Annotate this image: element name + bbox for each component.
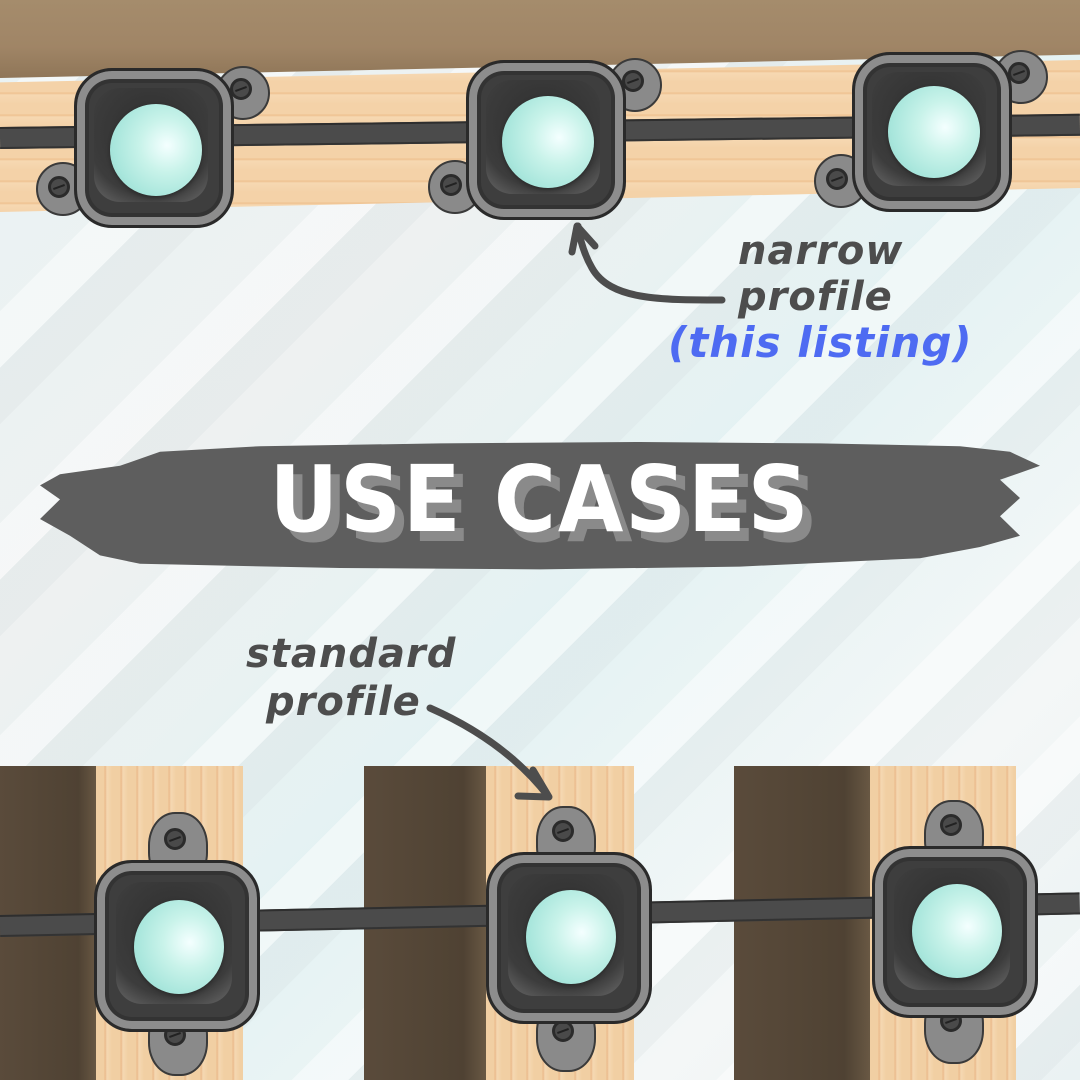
arrow-to-narrow-module-icon [574,222,726,304]
led-dome [888,86,980,178]
annotation-standard-profile: standard profile [246,630,456,726]
annotation-this-listing: (this listing) [668,318,973,367]
standard-light-module-2 [486,806,656,1072]
led-dome [134,900,224,994]
annotation-narrow-line1: narrow [738,228,904,274]
screw-icon [826,168,848,190]
narrow-light-module-2 [428,56,662,220]
screw-icon [1008,62,1030,84]
screw-icon [940,814,962,836]
annotation-standard-line2: profile [266,679,421,725]
led-dome [912,884,1002,978]
screw-icon [48,176,70,198]
annotation-standard-line1: standard [246,631,457,677]
annotation-narrow-line2: profile [738,274,893,320]
screw-icon [622,70,644,92]
narrow-light-module-1 [36,62,270,228]
title-banner [40,442,1040,570]
standard-light-module-3 [870,800,1040,1064]
screw-icon [552,820,574,842]
page-title: USE CASES [269,446,811,553]
led-dome [502,96,594,188]
led-dome [110,104,202,196]
screw-icon [230,78,252,100]
standard-light-module-1 [92,812,262,1076]
led-dome [526,890,616,984]
arrow-to-standard-module-icon [426,704,552,800]
screw-icon [440,174,462,196]
annotation-narrow-profile: narrow profile (this listing) [668,228,973,366]
screw-icon [164,828,186,850]
narrow-light-module-3 [814,50,1048,212]
